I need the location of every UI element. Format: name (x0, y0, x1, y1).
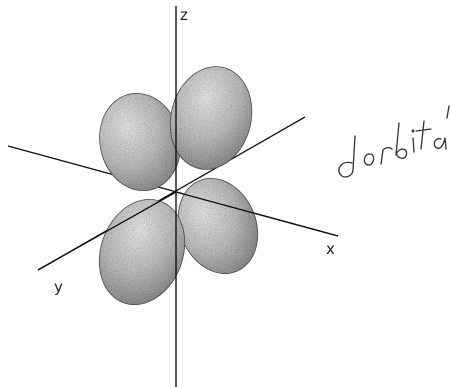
x-axis-label: x (326, 240, 335, 258)
handwritten-annotation (338, 105, 450, 178)
y-axis-front (37, 191, 177, 271)
z-axis-label: z (180, 6, 188, 24)
x-axis-front (175, 191, 339, 237)
lobe-upper-right (169, 66, 253, 170)
y-axis-label: y (54, 278, 63, 296)
orbital-lobes (98, 66, 259, 306)
